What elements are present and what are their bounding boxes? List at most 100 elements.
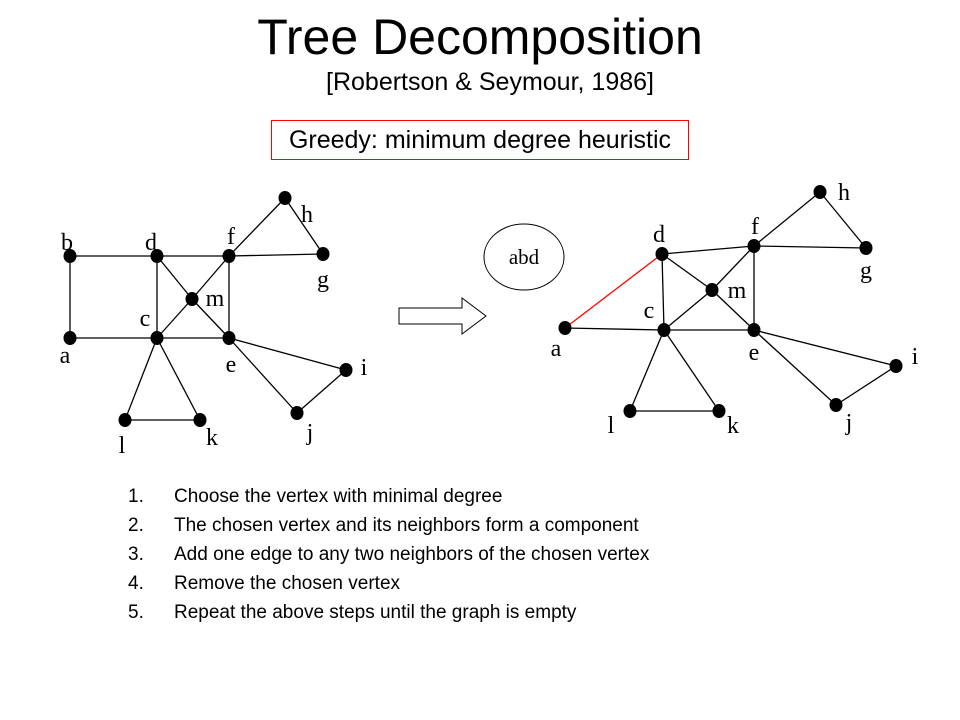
vertex-label-m: m xyxy=(206,286,225,312)
vertex-label-d: d xyxy=(145,230,157,256)
vertex-label-f: f xyxy=(227,224,235,250)
edge-m-e xyxy=(711,289,755,331)
steps-list: 1.Choose the vertex with minimal degree … xyxy=(128,482,649,627)
edge-m-c xyxy=(663,289,713,331)
vertex-a xyxy=(63,331,77,345)
edge-e-i xyxy=(228,337,347,371)
step-number: 2. xyxy=(128,515,144,536)
vertex-g xyxy=(859,241,873,255)
vertex-g xyxy=(316,247,330,261)
step-item: 3. Add one edge to any two neighbors of t… xyxy=(128,540,649,569)
vertex-label-c: c xyxy=(140,306,151,332)
edge-a-c xyxy=(564,327,665,331)
vertex-d xyxy=(655,247,669,261)
edge-e-j xyxy=(228,337,298,414)
step-number: 3. xyxy=(128,544,144,565)
edge-c-l xyxy=(629,329,665,412)
transform-arrow xyxy=(398,297,487,335)
step-item: 5. Repeat the above steps until the graph… xyxy=(128,598,649,627)
vertex-i xyxy=(889,359,903,373)
vertex-f xyxy=(222,249,236,263)
vertex-m xyxy=(185,292,199,306)
edge-d-m xyxy=(156,255,193,300)
edge-f-g xyxy=(228,253,324,257)
vertex-label-e: e xyxy=(226,352,237,378)
vertex-label-j: j xyxy=(845,410,853,436)
vertex-label-b: b xyxy=(61,230,73,256)
vertex-k xyxy=(193,413,207,427)
step-text: Remove the chosen vertex xyxy=(174,573,401,594)
step-text: Choose the vertex with minimal degree xyxy=(174,486,503,507)
edge-c-k xyxy=(156,337,201,421)
edge-h-g xyxy=(819,191,867,249)
step-item: 4. Remove the chosen vertex xyxy=(128,569,649,598)
edge-m-c xyxy=(156,298,193,339)
vertex-label-f: f xyxy=(751,214,759,240)
vertex-c xyxy=(657,323,671,337)
vertex-h xyxy=(278,191,292,205)
vertex-c xyxy=(150,331,164,345)
vertex-d xyxy=(150,249,164,263)
edge-f-h xyxy=(228,197,286,257)
edge-i-j xyxy=(296,369,347,414)
step-text: Add one edge to any two neighbors of the… xyxy=(174,544,650,565)
vertex-label-g: g xyxy=(317,267,329,293)
slide-title: Tree Decomposition xyxy=(257,9,703,65)
vertex-f xyxy=(747,239,761,253)
vertex-j xyxy=(290,406,304,420)
vertex-e xyxy=(222,331,236,345)
component-label: abd xyxy=(509,245,540,269)
vertex-label-l: l xyxy=(608,413,615,439)
vertex-label-i: i xyxy=(912,344,919,370)
vertex-label-k: k xyxy=(206,425,218,451)
edge-f-g xyxy=(753,245,867,249)
vertex-label-j: j xyxy=(306,420,314,446)
vertex-label-h: h xyxy=(301,202,313,228)
vertex-label-c: c xyxy=(644,298,655,324)
vertex-k xyxy=(712,404,726,418)
edge-h-g xyxy=(284,197,324,255)
edge-i-j xyxy=(835,365,897,406)
slide-subtitle: [Robertson & Seymour, 1986] xyxy=(326,68,654,96)
graph-after: a c d e f g h i j k l m xyxy=(551,180,919,439)
vertex-label-a: a xyxy=(551,336,562,362)
vertex-label-d: d xyxy=(653,222,665,248)
vertex-label-i: i xyxy=(361,355,368,381)
step-item: 1. Choose the vertex with minimal degree xyxy=(128,482,649,511)
callout-box: Greedy: minimum degree heuristic xyxy=(271,120,689,160)
vertex-label-g: g xyxy=(860,258,872,284)
step-item: 2. The chosen vertex and its neighbors fo… xyxy=(128,511,649,540)
component-ellipse: abd xyxy=(483,223,565,291)
edge-f-h xyxy=(753,191,821,247)
vertex-l xyxy=(118,413,132,427)
edge-m-e xyxy=(191,298,230,339)
vertex-h xyxy=(813,185,827,199)
step-number: 4. xyxy=(128,573,144,594)
vertex-label-l: l xyxy=(119,433,126,459)
edge-c-k xyxy=(663,329,720,412)
vertex-label-e: e xyxy=(749,340,760,366)
vertex-e xyxy=(747,323,761,337)
edge-d-c xyxy=(661,253,665,331)
edge-d-m xyxy=(661,253,713,291)
step-text: Repeat the above steps until the graph i… xyxy=(174,602,577,623)
edge-f-m xyxy=(191,255,230,300)
vertex-b xyxy=(63,249,77,263)
edge-e-j xyxy=(753,329,837,406)
edge-d-f xyxy=(661,245,755,255)
vertex-l xyxy=(623,404,637,418)
edge-c-l xyxy=(124,337,158,421)
vertex-label-m: m xyxy=(728,278,747,304)
vertex-label-h: h xyxy=(838,180,850,206)
added-edge-a-d xyxy=(564,253,663,329)
step-number: 5. xyxy=(128,602,144,623)
step-text: The chosen vertex and its neighbors form… xyxy=(174,515,639,536)
edge-e-i xyxy=(753,329,897,367)
step-number: 1. xyxy=(128,486,144,507)
vertex-i xyxy=(339,363,353,377)
vertex-a xyxy=(558,321,572,335)
vertex-j xyxy=(829,398,843,412)
vertex-label-k: k xyxy=(727,413,739,439)
